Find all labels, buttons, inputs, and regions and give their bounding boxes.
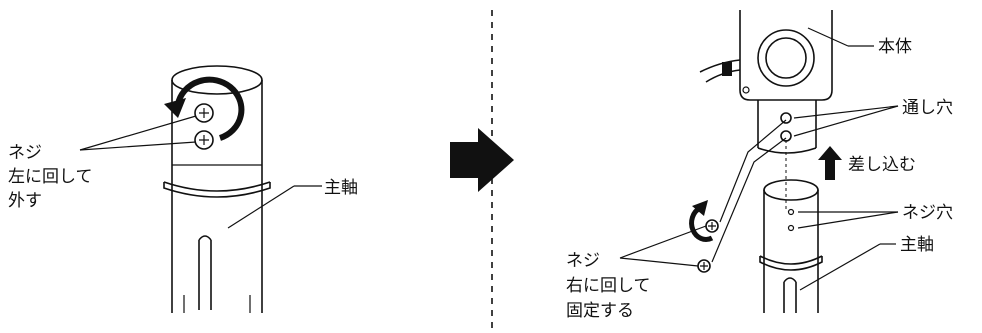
up-arrow-icon [818,146,842,180]
left-screw-label: ネジ [8,143,42,163]
right-action-line2: 固定する [566,301,634,321]
left-shaft-leader [227,185,295,229]
main-body-unit [699,10,833,101]
right-leaders [619,27,899,291]
right-arrow-icon [450,128,514,192]
through-hole-label: 通し穴 [902,98,953,118]
left-action-line2: 外す [8,191,42,211]
right-shaft [759,179,823,313]
insert-label: 差し込む [848,155,916,175]
right-screws [697,119,787,273]
body-sleeve [757,100,817,154]
right-shaft-label: 主軸 [900,235,934,255]
left-screws [194,103,214,150]
left-shaft-assembly [163,65,271,313]
left-action-line1: 左に回して [8,167,93,187]
right-action-line1: 右に回して [566,276,651,296]
left-screw-leaders [79,115,197,151]
right-screw-label: ネジ [566,251,600,271]
screw-hole-label: ネジ穴 [902,203,953,223]
left-shaft-label: 主軸 [324,178,358,198]
rotate-clockwise-icon [689,200,714,242]
rotate-counterclockwise-icon [164,76,245,141]
body-label: 本体 [878,37,912,57]
